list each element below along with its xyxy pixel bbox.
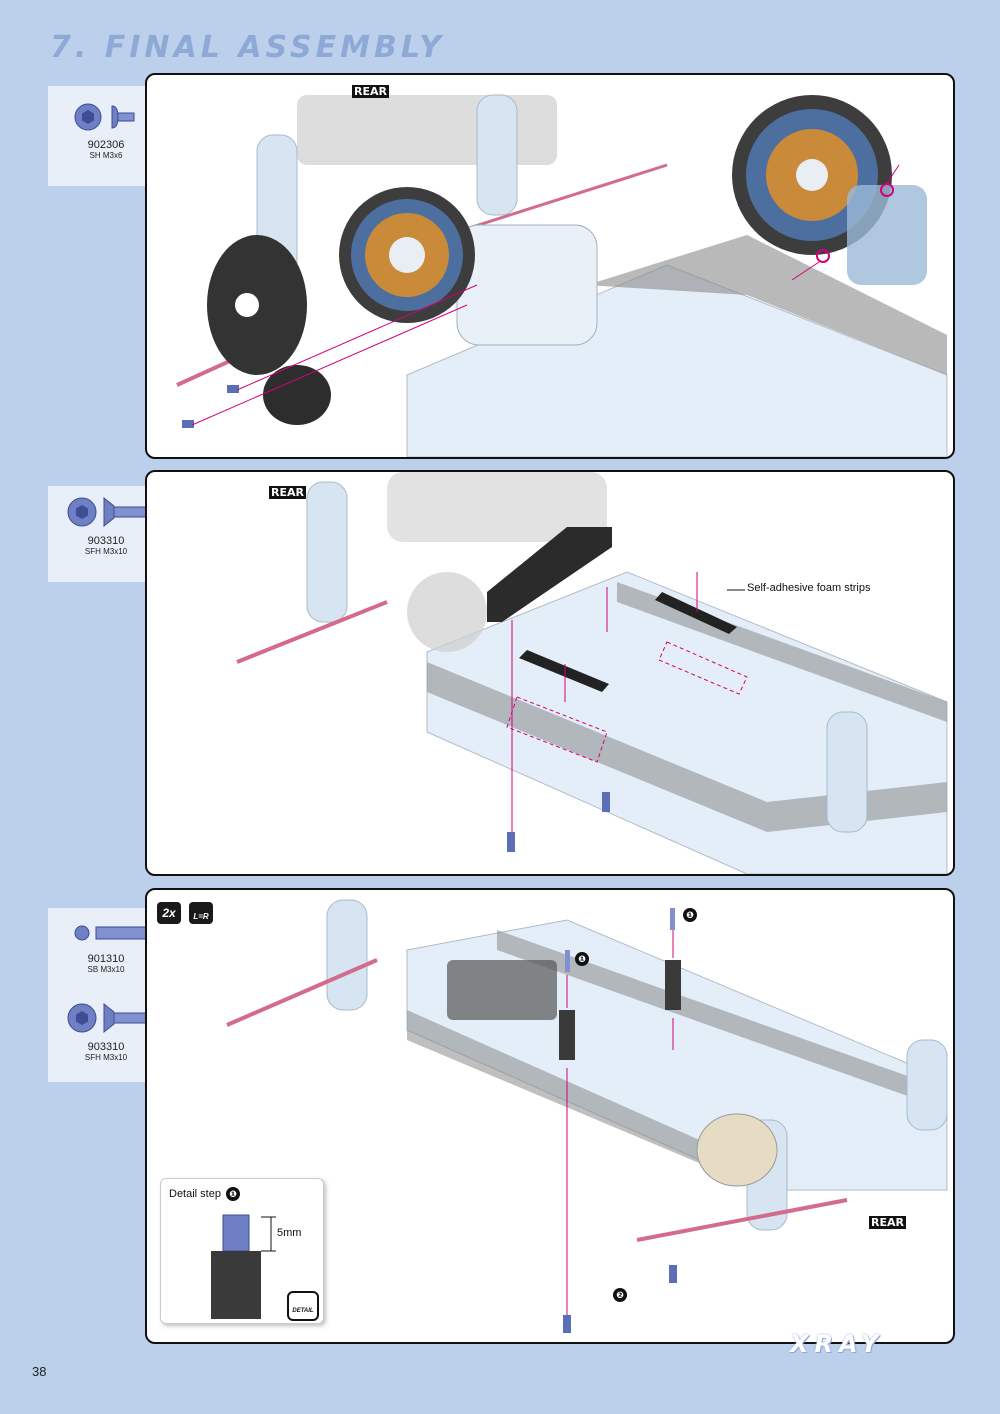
step-1-panel: REAR <box>145 73 955 459</box>
step-2-panel: REAR Self-adhesive foam strips <box>145 470 955 876</box>
step-marker-1b: ❶ <box>575 952 589 966</box>
step-3-panel: 2x L=R ❶ ❶ ❷ REAR <box>145 888 955 1344</box>
step-marker-1a: ❶ <box>683 908 697 922</box>
part-desc: SH M3x6 <box>89 151 123 160</box>
part-code: 901310 <box>87 953 125 965</box>
detail-title-text: Detail step <box>169 1188 221 1200</box>
step-marker-2: ❷ <box>613 1288 627 1302</box>
detail-magnifier-icon: DETAIL <box>287 1291 319 1321</box>
detail-marker: ❶ <box>226 1187 241 1201</box>
rear-label: REAR <box>269 486 307 499</box>
detail-step-inset: Detail step ❶ 5mm DETAIL <box>160 1178 324 1324</box>
rear-label-text: REAR <box>269 486 306 499</box>
parts-box-step-2: 903310 SFH M3x10 <box>48 486 164 582</box>
flat-head-screw-icon <box>67 1002 147 1034</box>
part-902306: 902306 SH M3x6 <box>48 100 164 161</box>
step-3-illustration <box>226 899 948 1333</box>
part-desc: SFH M3x10 <box>84 1053 128 1062</box>
part-code: 903310 <box>87 1041 125 1053</box>
step-1-illustration <box>176 94 948 457</box>
brand-logo: XRAY <box>790 1330 885 1358</box>
part-desc: SB M3x10 <box>87 965 125 974</box>
part-901310: 901310 SB M3x10 <box>48 918 164 975</box>
part-desc: SFH M3x10 <box>84 547 128 556</box>
foam-strips-callout: Self-adhesive foam strips <box>747 582 871 594</box>
rear-label-text: REAR <box>869 1216 906 1229</box>
rear-label: REAR <box>869 1216 907 1229</box>
part-code: 902306 <box>87 139 125 151</box>
set-screw-icon <box>74 925 147 941</box>
detail-dimension: 5mm <box>277 1227 302 1239</box>
part-903310: 903310 SFH M3x10 <box>48 1000 164 1063</box>
detail-icon-label: DETAIL <box>292 1308 314 1314</box>
flat-head-screw-icon <box>67 496 147 528</box>
step-2-illustration <box>236 472 948 874</box>
button-head-screw-icon <box>74 103 135 131</box>
part-code: 903310 <box>87 535 125 547</box>
quantity-badge: 2x <box>157 902 181 924</box>
symmetry-badge: L=R <box>189 902 213 924</box>
page-number: 38 <box>32 1364 47 1379</box>
part-903310: 903310 SFH M3x10 <box>48 494 164 557</box>
rear-label: REAR <box>352 85 390 98</box>
page-title: 7. FINAL ASSEMBLY <box>50 30 445 65</box>
rear-label-text: REAR <box>352 85 389 98</box>
symmetry-badge-text: L=R <box>193 912 209 921</box>
detail-title: Detail step ❶ <box>169 1187 241 1201</box>
parts-box-step-1: 902306 SH M3x6 <box>48 86 164 186</box>
detail-post-illustration <box>211 1214 276 1319</box>
parts-box-step-3: 901310 SB M3x10 903310 SFH M3x10 <box>48 908 164 1082</box>
